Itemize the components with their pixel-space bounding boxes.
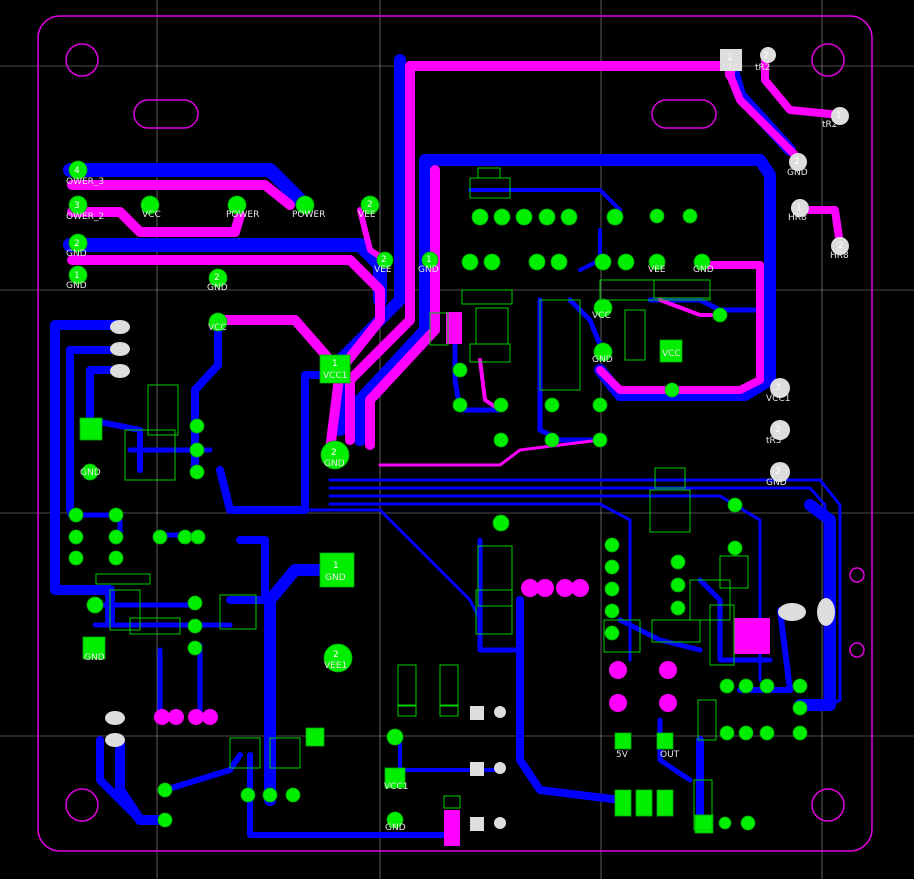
pin-1-gnd-num: 1: [727, 53, 733, 63]
label-power-2: POWER: [292, 210, 325, 220]
label-out: OUT: [660, 750, 680, 760]
label-gnd-left: GND: [80, 468, 101, 478]
label-vcc-2: VCC: [208, 323, 227, 333]
pin-3-power-num: 3: [74, 201, 80, 211]
pin-2-gnd-left-num: 2: [74, 239, 80, 249]
pin-2-vee-top-net: VEE: [358, 210, 376, 220]
pin-2-tr2-num: 2: [763, 51, 769, 61]
pin-2-tr3-num: 2: [775, 425, 781, 435]
pin-2-vee-top-num: 2: [367, 200, 373, 210]
pin-3-vcc1-net: VCC1: [766, 394, 790, 404]
pin-3-power-net: OWER_2: [66, 212, 104, 222]
label-vee-4: VEE: [648, 265, 666, 275]
pin-2-gnd-mid-net: GND: [324, 459, 345, 469]
pin-2-hr8-num: 2: [838, 241, 844, 251]
pin-1-gnd-left-net: GND: [66, 281, 87, 291]
pin-1-vcc1-num: 1: [332, 359, 338, 369]
mounting-holes: [65, 43, 865, 822]
label-gnd-3: GND: [592, 355, 613, 365]
pin-2-vee2-num: 2: [381, 255, 387, 265]
pin-2-gnd-right-num: 2: [775, 467, 781, 477]
pin-2-gnd-r3-net: GND: [207, 283, 228, 293]
pin-2-gnd-r2-net: GND: [787, 168, 808, 178]
pin-1-hr8-num: 1: [796, 203, 802, 213]
label-vcc-4: VCC: [662, 349, 681, 359]
pin-1-gnd-top-num: 1: [426, 255, 432, 265]
pin-3-vcc1-num: 3: [775, 383, 781, 393]
pin-1-gnd-mid-num: 1: [333, 561, 339, 571]
pin-1-vcc1-net: VCC1: [323, 371, 347, 381]
pin-1-hr8-net: HR8: [788, 213, 807, 223]
pin-2-vee1-num: 2: [333, 650, 339, 660]
pads-layer: [68, 160, 808, 834]
label-power: POWER: [226, 210, 259, 220]
pin-4-power-num: 4: [74, 166, 80, 176]
pin-1-gnd-top-net: GND: [418, 265, 439, 275]
pin-1-gnd-left-num: 1: [74, 271, 80, 281]
label-vcc-3: VCC: [592, 311, 611, 321]
pin-2-gnd-r2-num: 2: [794, 157, 800, 167]
label-gnd-bottom: GND: [385, 823, 406, 833]
label-5v: 5V: [616, 750, 629, 760]
label-vcc: VCC: [142, 210, 161, 220]
pin-1-gnd-net: GND: [722, 63, 743, 73]
pin-1-gnd-mid-net: GND: [325, 573, 346, 583]
pin-4-power-net: OWER_3: [66, 177, 104, 187]
label-gnd-left-2: GND: [84, 653, 105, 663]
pin-1-tr2-right-net: tR2: [822, 120, 838, 130]
gray-pads: [105, 47, 849, 831]
pin-2-vee1-net: VEE1: [324, 661, 347, 671]
pin-2-gnd-right-net: GND: [766, 478, 787, 488]
pin-1-tr2-right-num: 1: [836, 111, 842, 121]
component-outlines: [95, 167, 749, 831]
label-gnd-4: GND: [693, 265, 714, 275]
board-outline: [37, 15, 873, 852]
pin-2-gnd-mid-num: 2: [331, 448, 337, 458]
pin-2-tr3-net: tR3: [766, 436, 782, 446]
pin-2-gnd-left-net: GND: [66, 249, 87, 259]
label-vcc1: VCC1: [384, 782, 408, 792]
pin-2-vee2-net: VEE: [374, 265, 392, 275]
silk-labels: 1 GND 2 tR2 4 OWER_3 3 OWER_2 2 GND 1 GN…: [66, 51, 849, 833]
pin-2-gnd-r3-num: 2: [214, 273, 220, 283]
pin-2-hr8-net: HR8: [830, 251, 849, 261]
pin-2-tr2-net: tR2: [755, 63, 771, 73]
top-pads-layer: [154, 312, 770, 846]
